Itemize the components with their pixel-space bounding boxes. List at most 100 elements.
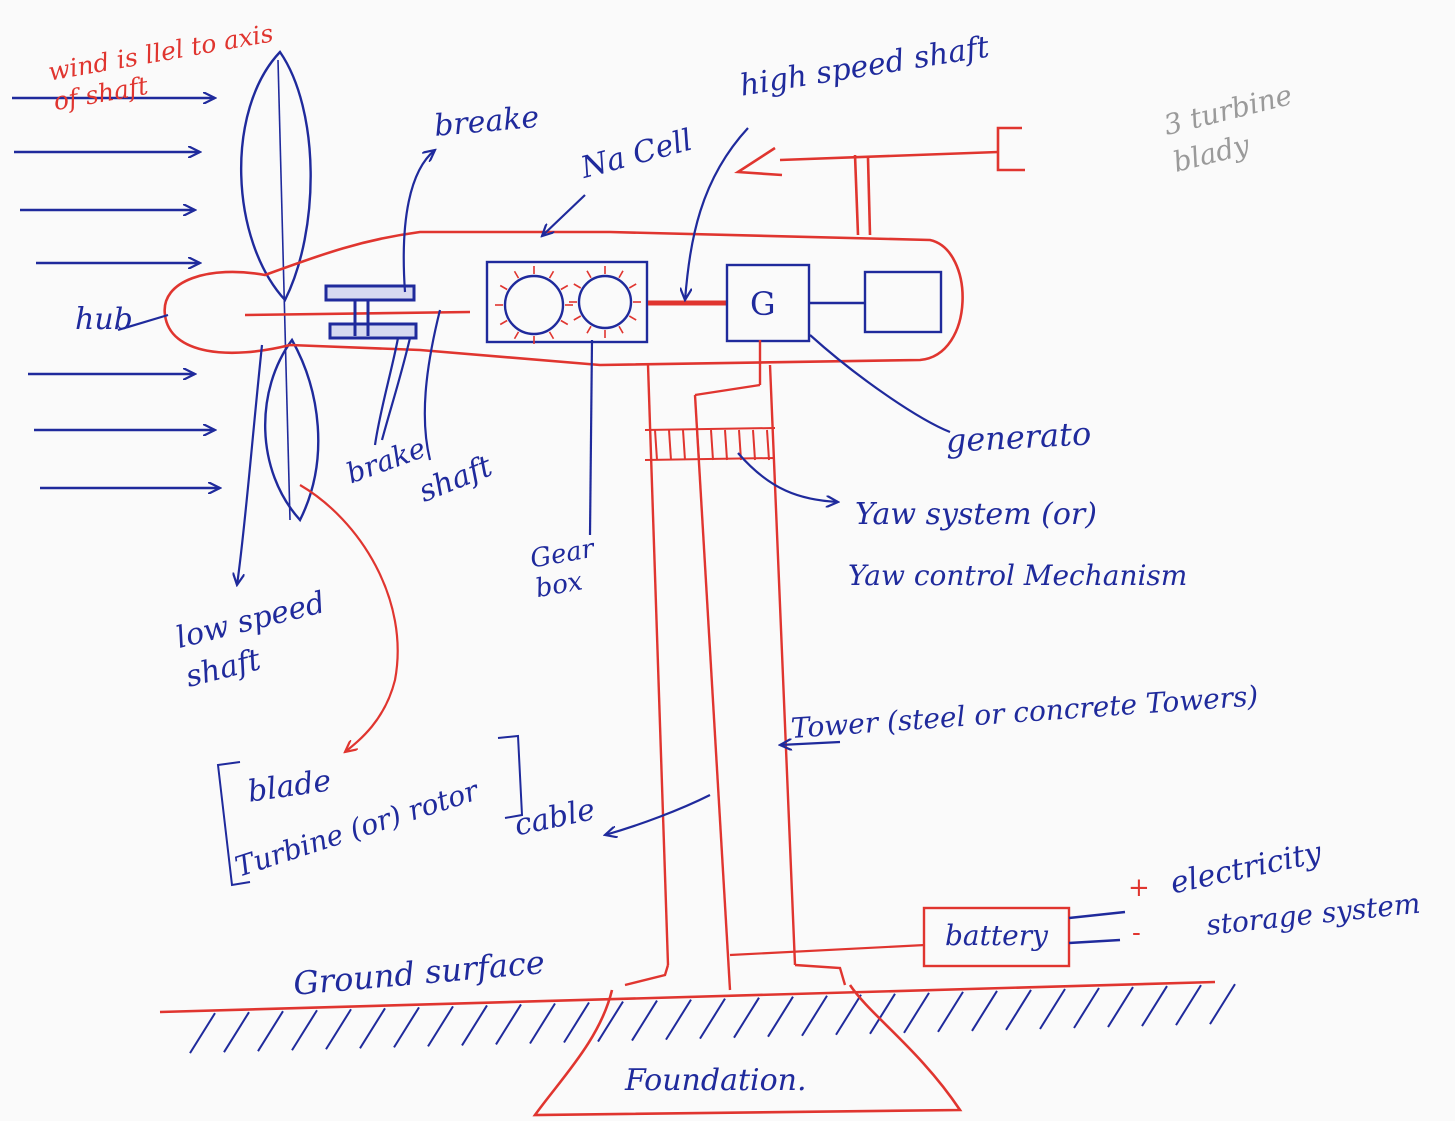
hatch-stroke (496, 1004, 521, 1044)
low-speed-shaft-leader (237, 345, 262, 585)
hub-shaft (245, 312, 470, 315)
tower-right-outer (770, 365, 795, 965)
generator-label: generato (945, 417, 1092, 457)
hatch-stroke (904, 993, 929, 1033)
hatch-stroke (292, 1010, 317, 1050)
breake-label: breake (433, 103, 540, 142)
hatch-stroke (700, 999, 725, 1039)
hatch-stroke (1074, 988, 1099, 1028)
hatch-stroke (1176, 985, 1201, 1025)
hatch-stroke (734, 998, 759, 1038)
gear-tooth (619, 326, 623, 333)
hatch-stroke (530, 1003, 555, 1043)
nacell-leader (542, 195, 585, 236)
yaw-leader (738, 453, 838, 502)
tower-left-inner (695, 395, 730, 990)
gear-box-label-text: Gear box (528, 534, 596, 604)
yaw-system-label: Yaw system (or) (855, 500, 1097, 530)
gear-box (487, 262, 647, 344)
gear-tooth (515, 271, 519, 278)
yaw-band-tick (697, 430, 699, 460)
hub-label: hub (75, 305, 133, 335)
yaw-band-tick (655, 430, 657, 460)
gear-tooth (515, 332, 519, 339)
gear-teeth (495, 266, 641, 344)
gearbox-leader (590, 340, 592, 535)
battery-label: battery (945, 922, 1048, 950)
hatch-stroke (190, 1013, 215, 1053)
yaw-band-tick (753, 430, 755, 460)
breake-leader (404, 150, 435, 292)
minus-sign: - (1132, 920, 1141, 946)
brake-bottom-pad (330, 324, 416, 338)
brake-leader (375, 338, 398, 445)
hatch-stroke (1108, 987, 1133, 1027)
tail-arrowhead (738, 148, 782, 175)
gear-tooth (574, 316, 581, 320)
generator-leader (810, 335, 950, 432)
tail-post (868, 158, 870, 235)
tower-foot-right (795, 965, 845, 985)
gear-tooth (629, 284, 636, 288)
yaw-band-tick (767, 430, 769, 460)
hatch-stroke (394, 1007, 419, 1047)
hatch-stroke (1006, 990, 1031, 1030)
hatch-stroke (360, 1008, 385, 1048)
yaw-band-tick (725, 430, 727, 460)
hatch-stroke (564, 1003, 589, 1043)
hatch-stroke (326, 1009, 351, 1049)
gear-left (505, 276, 563, 334)
tower-left-outer (648, 365, 668, 965)
hatch-stroke (938, 992, 963, 1032)
hatch-stroke (224, 1012, 249, 1052)
battery-terminal-positive (1069, 912, 1125, 918)
gear-box-housing (487, 262, 647, 342)
gear-tooth (574, 284, 581, 288)
tail-boom (780, 152, 998, 160)
hatch-stroke (258, 1011, 283, 1051)
yaw-band-tick (711, 430, 713, 460)
tower-right-inner (695, 385, 760, 395)
right-bracket (498, 736, 522, 818)
hatch-stroke (1142, 986, 1167, 1026)
hatch-stroke (1040, 989, 1065, 1029)
tail-vane (738, 128, 1025, 235)
battery-unit (730, 908, 1125, 966)
tail-fin (998, 128, 1025, 170)
tower (625, 340, 845, 990)
yaw-control-label: Yaw control Mechanism (848, 562, 1187, 590)
gear-tooth (629, 316, 636, 320)
yaw-band-line (645, 428, 775, 430)
wind-arrows (12, 98, 220, 488)
generator-symbol: G (750, 288, 776, 320)
hatch-stroke (768, 997, 793, 1037)
gear-tooth (587, 326, 591, 333)
hatch-stroke (632, 1001, 657, 1041)
yaw-bearing (645, 428, 775, 460)
hatch-stroke (1210, 984, 1235, 1024)
tower-foot-left (625, 965, 668, 985)
cable-leader (605, 795, 710, 835)
hatch-stroke (666, 1000, 691, 1040)
hatch-stroke (428, 1006, 453, 1046)
lower-blade (265, 340, 318, 520)
gear-tooth (550, 271, 554, 278)
foundation-label: Foundation. (625, 1066, 807, 1096)
shaft-leader (425, 310, 440, 460)
battery-terminal-negative (1069, 940, 1120, 943)
plus-sign: + (1128, 875, 1150, 901)
drive-train (648, 265, 941, 341)
gear-right (579, 276, 631, 328)
controller-box (865, 272, 941, 332)
yaw-band-tick (683, 430, 685, 460)
tail-post (855, 155, 858, 235)
hatch-stroke (972, 991, 997, 1031)
rotor-axis (278, 60, 290, 520)
gear-tooth (561, 321, 568, 325)
gear-tooth (561, 286, 568, 290)
gear-tooth (619, 271, 623, 278)
yaw-band-tick (669, 430, 671, 460)
gear-tooth (550, 332, 554, 339)
brake-top-pad (326, 286, 414, 300)
